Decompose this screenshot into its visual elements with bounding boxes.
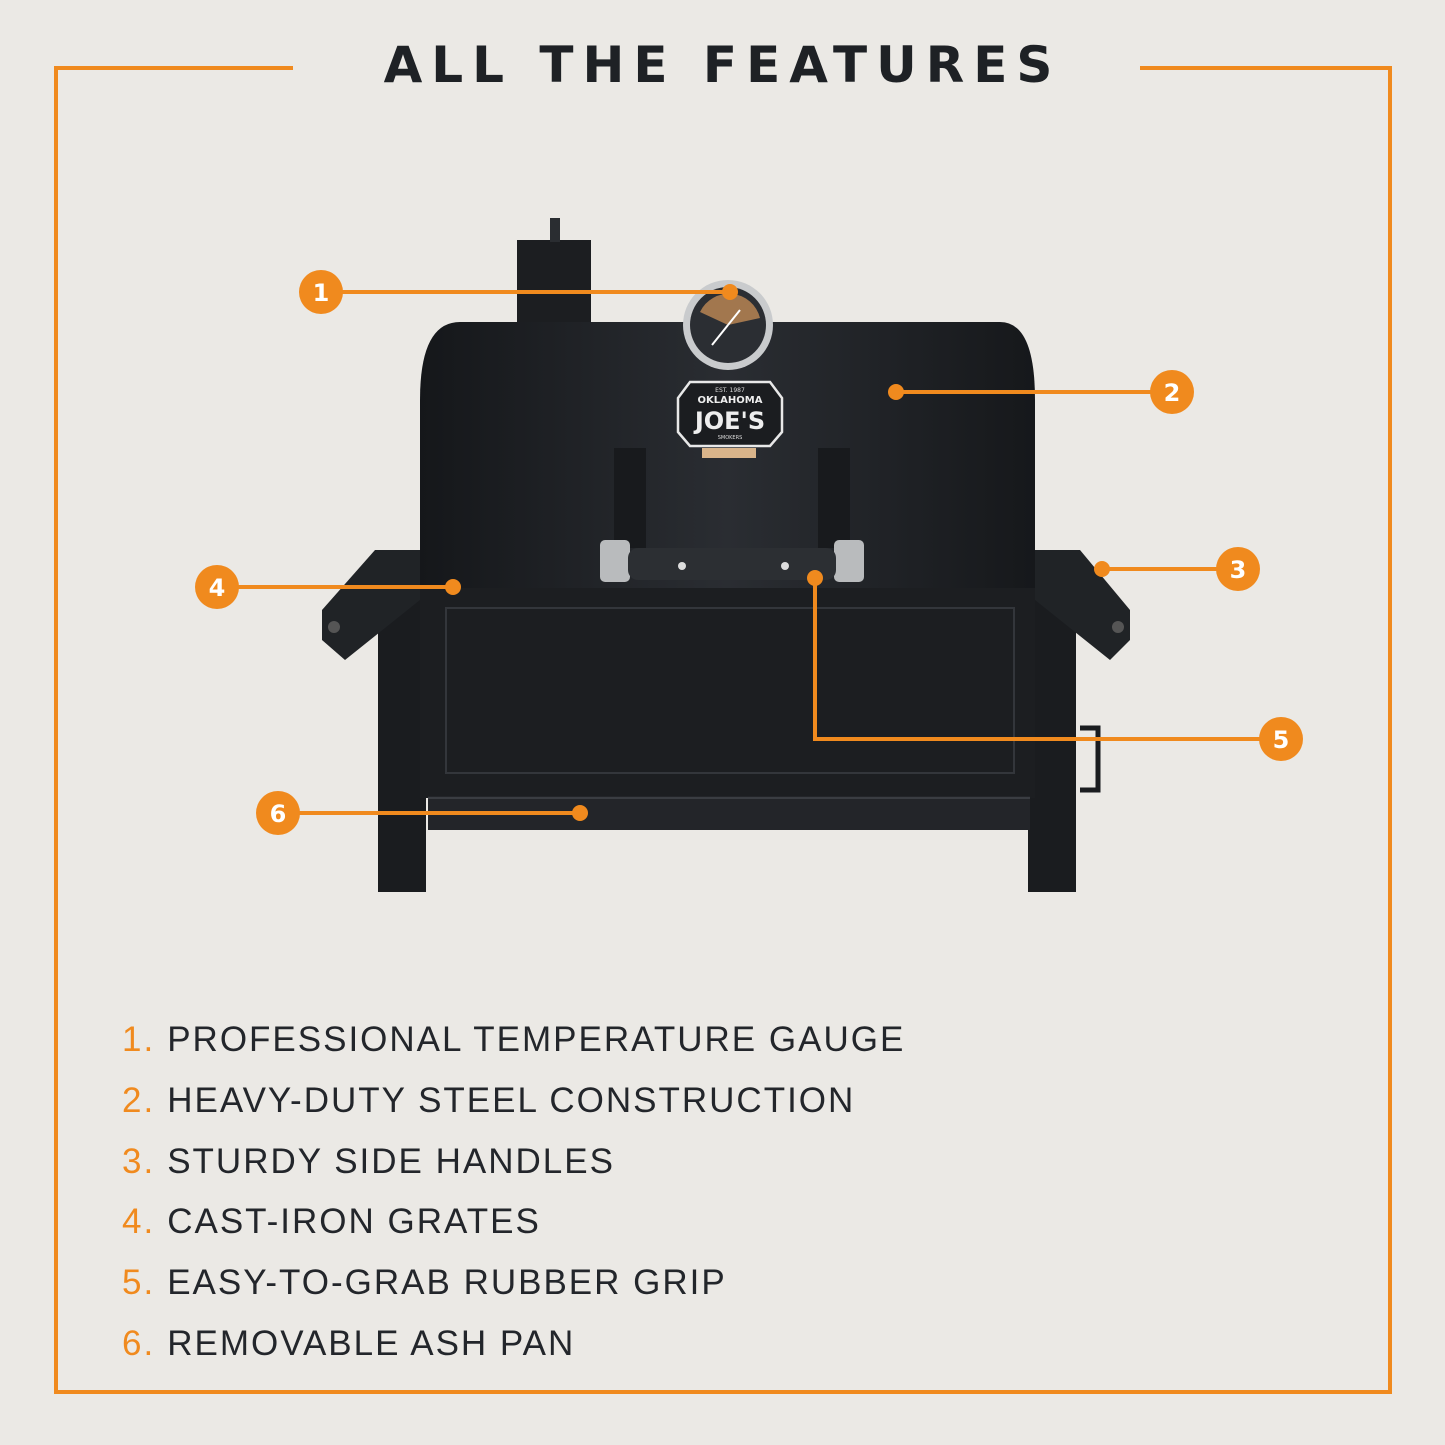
callout-dot [572,805,588,821]
chimney [517,240,591,330]
svg-text:OKLAHOMA: OKLAHOMA [698,395,763,406]
callout-2: 2 [888,370,1194,414]
callout-dot [445,579,461,595]
callout-badge [256,791,300,835]
feature-item: 4.CAST-IRON GRATES [122,1202,541,1242]
svg-text:JOE'S: JOE'S [693,407,765,435]
side-handle-left [322,550,420,660]
callout-number: 5 [1273,726,1290,754]
lid-handle [600,448,864,582]
svg-text:SMOKERS: SMOKERS [718,435,743,441]
feature-item: 3.STURDY SIDE HANDLES [122,1141,615,1181]
page-title: ALL THE FEATURES [383,36,1062,94]
callout-number: 6 [270,800,287,828]
callout-dot [722,284,738,300]
brand-logo: EST. 1987 OKLAHOMA JOE'S SMOKERS [676,380,784,458]
side-handle-right [1035,550,1130,660]
feature-item: 6.REMOVABLE ASH PAN [122,1323,576,1363]
callout-badge [1216,547,1260,591]
callout-badge [299,270,343,314]
callout-number: 3 [1230,556,1247,584]
leg-left [378,590,426,892]
feature-item: 2.HEAVY-DUTY STEEL CONSTRUCTION [122,1081,856,1121]
feature-item: 5.EASY-TO-GRAB RUBBER GRIP [122,1263,727,1303]
firebox [420,588,1035,798]
callout-6: 6 [256,791,588,835]
callout-dot [807,570,823,586]
callout-4: 4 [195,565,461,609]
temperature-gauge [683,280,773,370]
rubber-grip [628,548,836,580]
callout-badge [1259,717,1303,761]
feature-list: 1.PROFESSIONAL TEMPERATURE GAUGE 2.HEAVY… [122,1010,905,1374]
svg-text:EST. 1987: EST. 1987 [715,387,745,394]
callout-badge [1150,370,1194,414]
callout-dot [1094,561,1110,577]
callout-1: 1 [299,270,738,314]
feature-item: 1.PROFESSIONAL TEMPERATURE GAUGE [122,1020,906,1060]
callout-dot [888,384,904,400]
callout-badge [195,565,239,609]
callout-5: 5 [807,570,1303,761]
callout-number: 2 [1164,379,1181,407]
callout-number: 4 [209,574,226,602]
callout-line [813,578,1281,741]
callout-number: 1 [313,279,330,307]
callout-3: 3 [1094,547,1260,591]
